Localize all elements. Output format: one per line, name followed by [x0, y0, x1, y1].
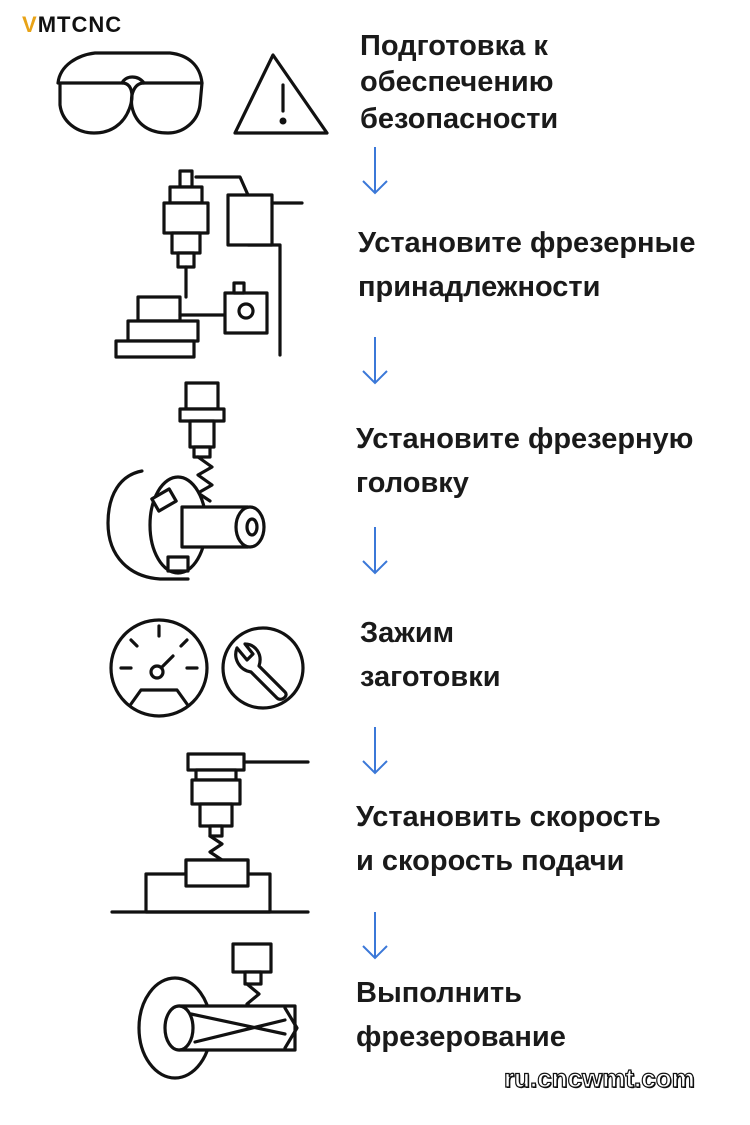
step-5-text: Установить скорость и скорость подачи — [356, 801, 661, 877]
down-arrow-icon — [362, 337, 388, 385]
step-2-text: Установите фрезерные принадлежности — [358, 227, 696, 303]
gauge-wrench-icon — [109, 618, 305, 718]
down-arrow-icon — [362, 527, 388, 575]
milling-operation-icon — [137, 942, 299, 1080]
spindle-feed-icon — [110, 752, 310, 914]
down-arrow-icon — [362, 912, 388, 960]
step-6-text: Выполнить фрезерование — [356, 977, 566, 1053]
step-4-text: Зажим заготовки — [360, 617, 501, 693]
down-arrow-icon — [362, 727, 388, 775]
website-url: ru.cncwmt.com — [503, 1062, 695, 1093]
step-1-text: Подготовка к обеспечению безопасности — [360, 30, 559, 135]
brand-logo: VMTCNC — [22, 12, 123, 37]
down-arrow-icon — [362, 147, 388, 195]
safety-glasses-warning-icon — [56, 51, 329, 135]
milling-head-icon — [106, 381, 266, 581]
step-3-text: Установите фрезерную головку — [356, 423, 694, 499]
milling-accessories-icon — [114, 169, 304, 359]
